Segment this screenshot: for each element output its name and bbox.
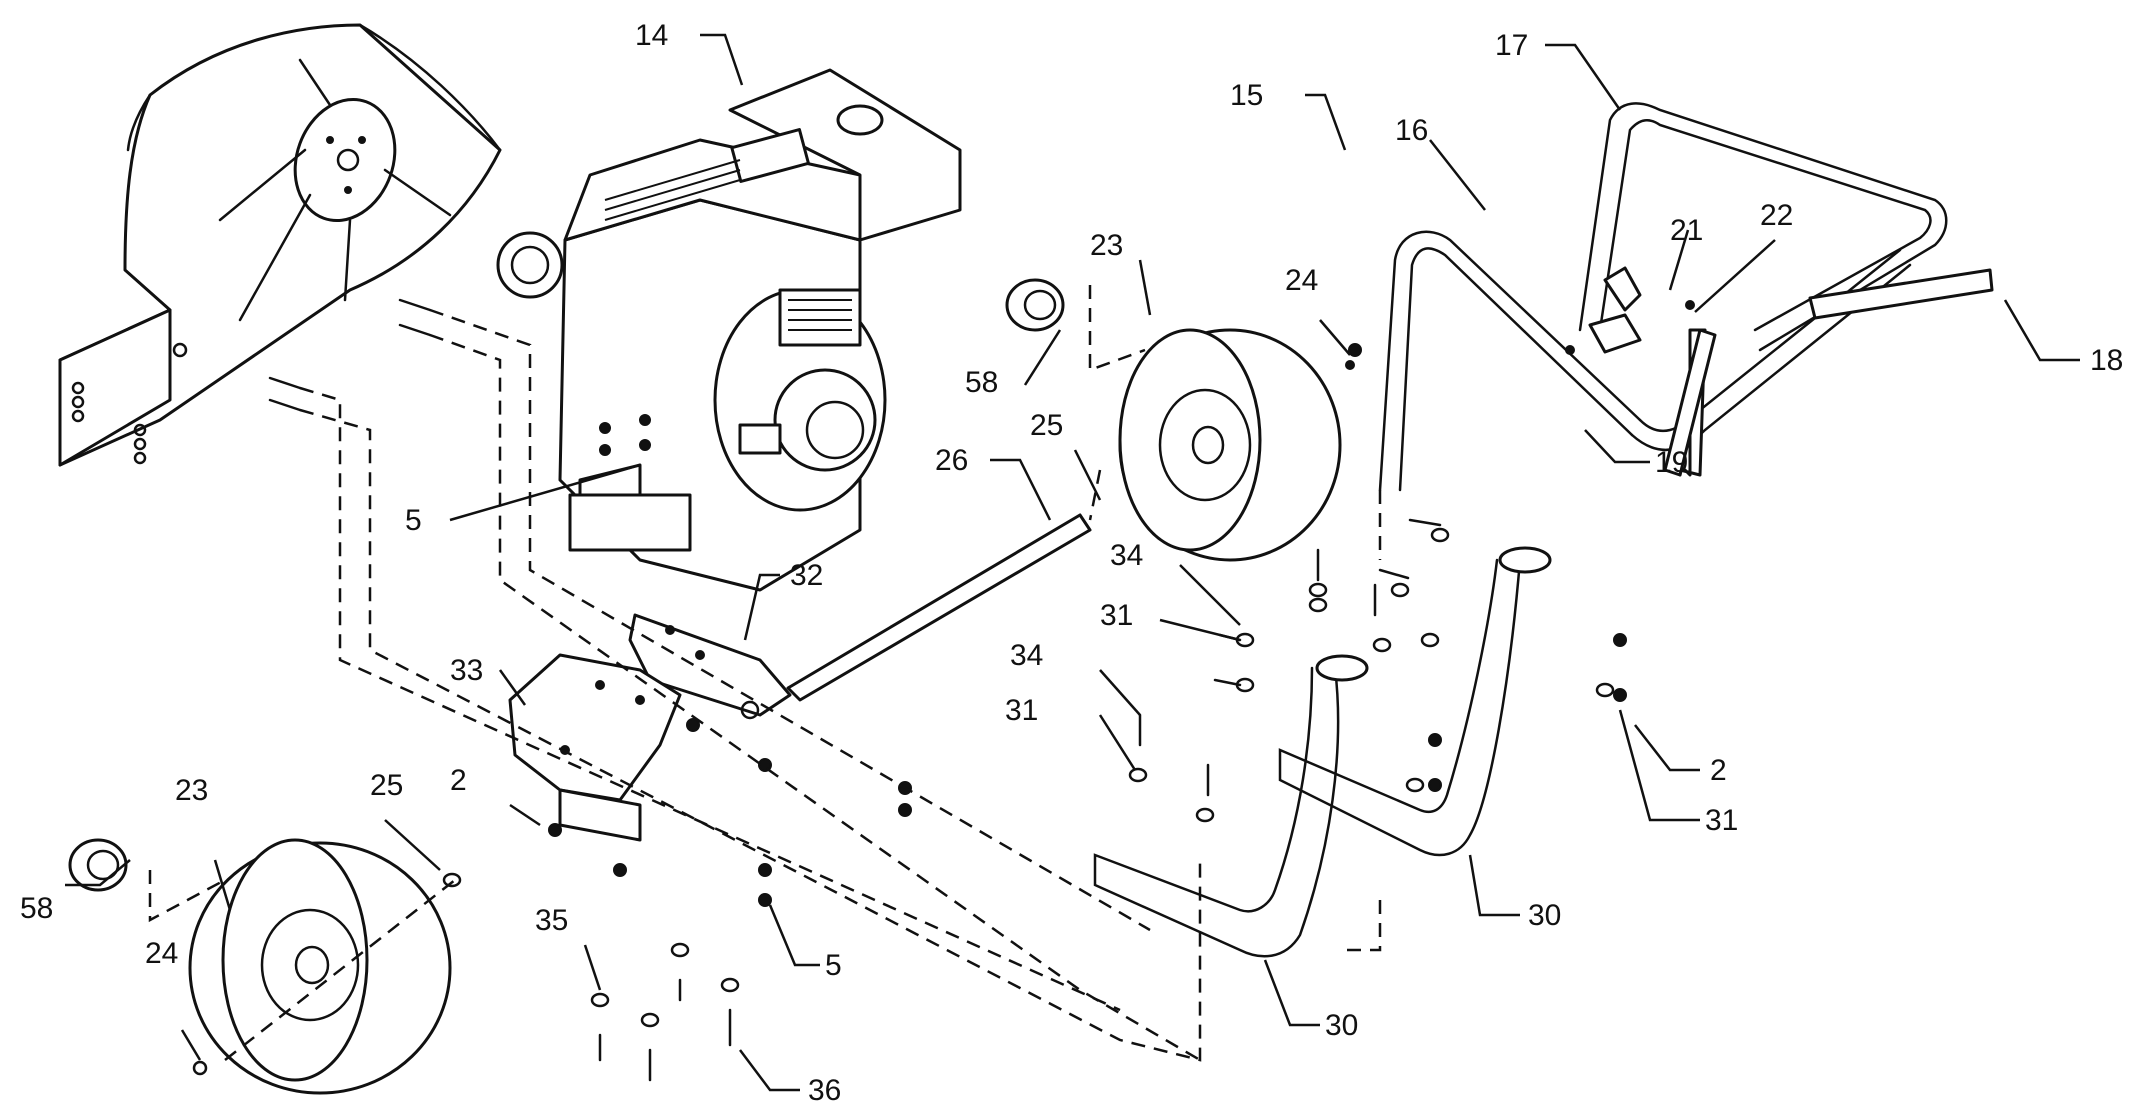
wheel-right: [1118, 328, 1342, 562]
handle-grip-left: [1663, 328, 1717, 477]
callout-34-top: 34: [1110, 539, 1143, 572]
callout-14: 14: [635, 19, 668, 52]
callout-25-top: 25: [1030, 409, 1063, 442]
callout-23-top: 23: [1090, 229, 1123, 262]
callout-2-left: 2: [450, 764, 467, 797]
leader-lines: [65, 33, 2080, 1092]
callout-5-top: 5: [405, 504, 422, 537]
assembly-lines: [148, 285, 1382, 1062]
callout-24-bottom: 24: [145, 937, 178, 970]
callout-15: 15: [1230, 79, 1263, 112]
callout-30-bottom: 30: [1325, 1009, 1358, 1042]
callout-22: 22: [1760, 199, 1793, 232]
callout-58-bottom: 58: [20, 892, 53, 925]
callout-26: 26: [935, 444, 968, 477]
throttle-lever: [1588, 266, 1642, 354]
callout-35: 35: [535, 904, 568, 937]
callout-34-bottom: 34: [1010, 639, 1043, 672]
frame-leg-front: [1093, 654, 1369, 958]
callout-19: 19: [1655, 446, 1688, 479]
callout-5-bottom: 5: [825, 949, 842, 982]
wheel-hub-cap-left: [68, 838, 128, 892]
callout-16: 16: [1395, 114, 1428, 147]
engine-mount-bracket: [628, 613, 792, 720]
wheel-left: [188, 838, 452, 1095]
callout-labels: 14 15 16 17 18 19 21 22 23 24 58 25 26 5…: [20, 19, 2123, 1107]
callout-32: 32: [790, 559, 823, 592]
callout-24-top: 24: [1285, 264, 1318, 297]
callout-31-top: 31: [1100, 599, 1133, 632]
engine: [496, 68, 962, 592]
callout-17: 17: [1495, 29, 1528, 62]
callout-36: 36: [808, 1074, 841, 1107]
callout-21: 21: [1670, 214, 1703, 247]
handle-grip-right: [1808, 268, 1994, 320]
engine-base-plate: [508, 653, 682, 842]
axle: [786, 513, 1092, 702]
callout-23-bottom: 23: [175, 774, 208, 807]
handle-upper: [1578, 102, 1948, 352]
callout-25-bottom: 25: [370, 769, 403, 802]
blower-housing: [58, 23, 502, 467]
callout-33: 33: [450, 654, 483, 687]
callout-31-bottom: 31: [1005, 694, 1038, 727]
handle-lower-left: [1378, 230, 1642, 492]
frame-leg-rear: [1278, 546, 1552, 857]
wheel-hub-cap-right: [1005, 278, 1065, 332]
callout-18: 18: [2090, 344, 2123, 377]
callout-2-right: 2: [1710, 754, 1727, 787]
callout-58-top: 58: [965, 366, 998, 399]
callout-30-right: 30: [1528, 899, 1561, 932]
callout-31-right: 31: [1705, 804, 1738, 837]
